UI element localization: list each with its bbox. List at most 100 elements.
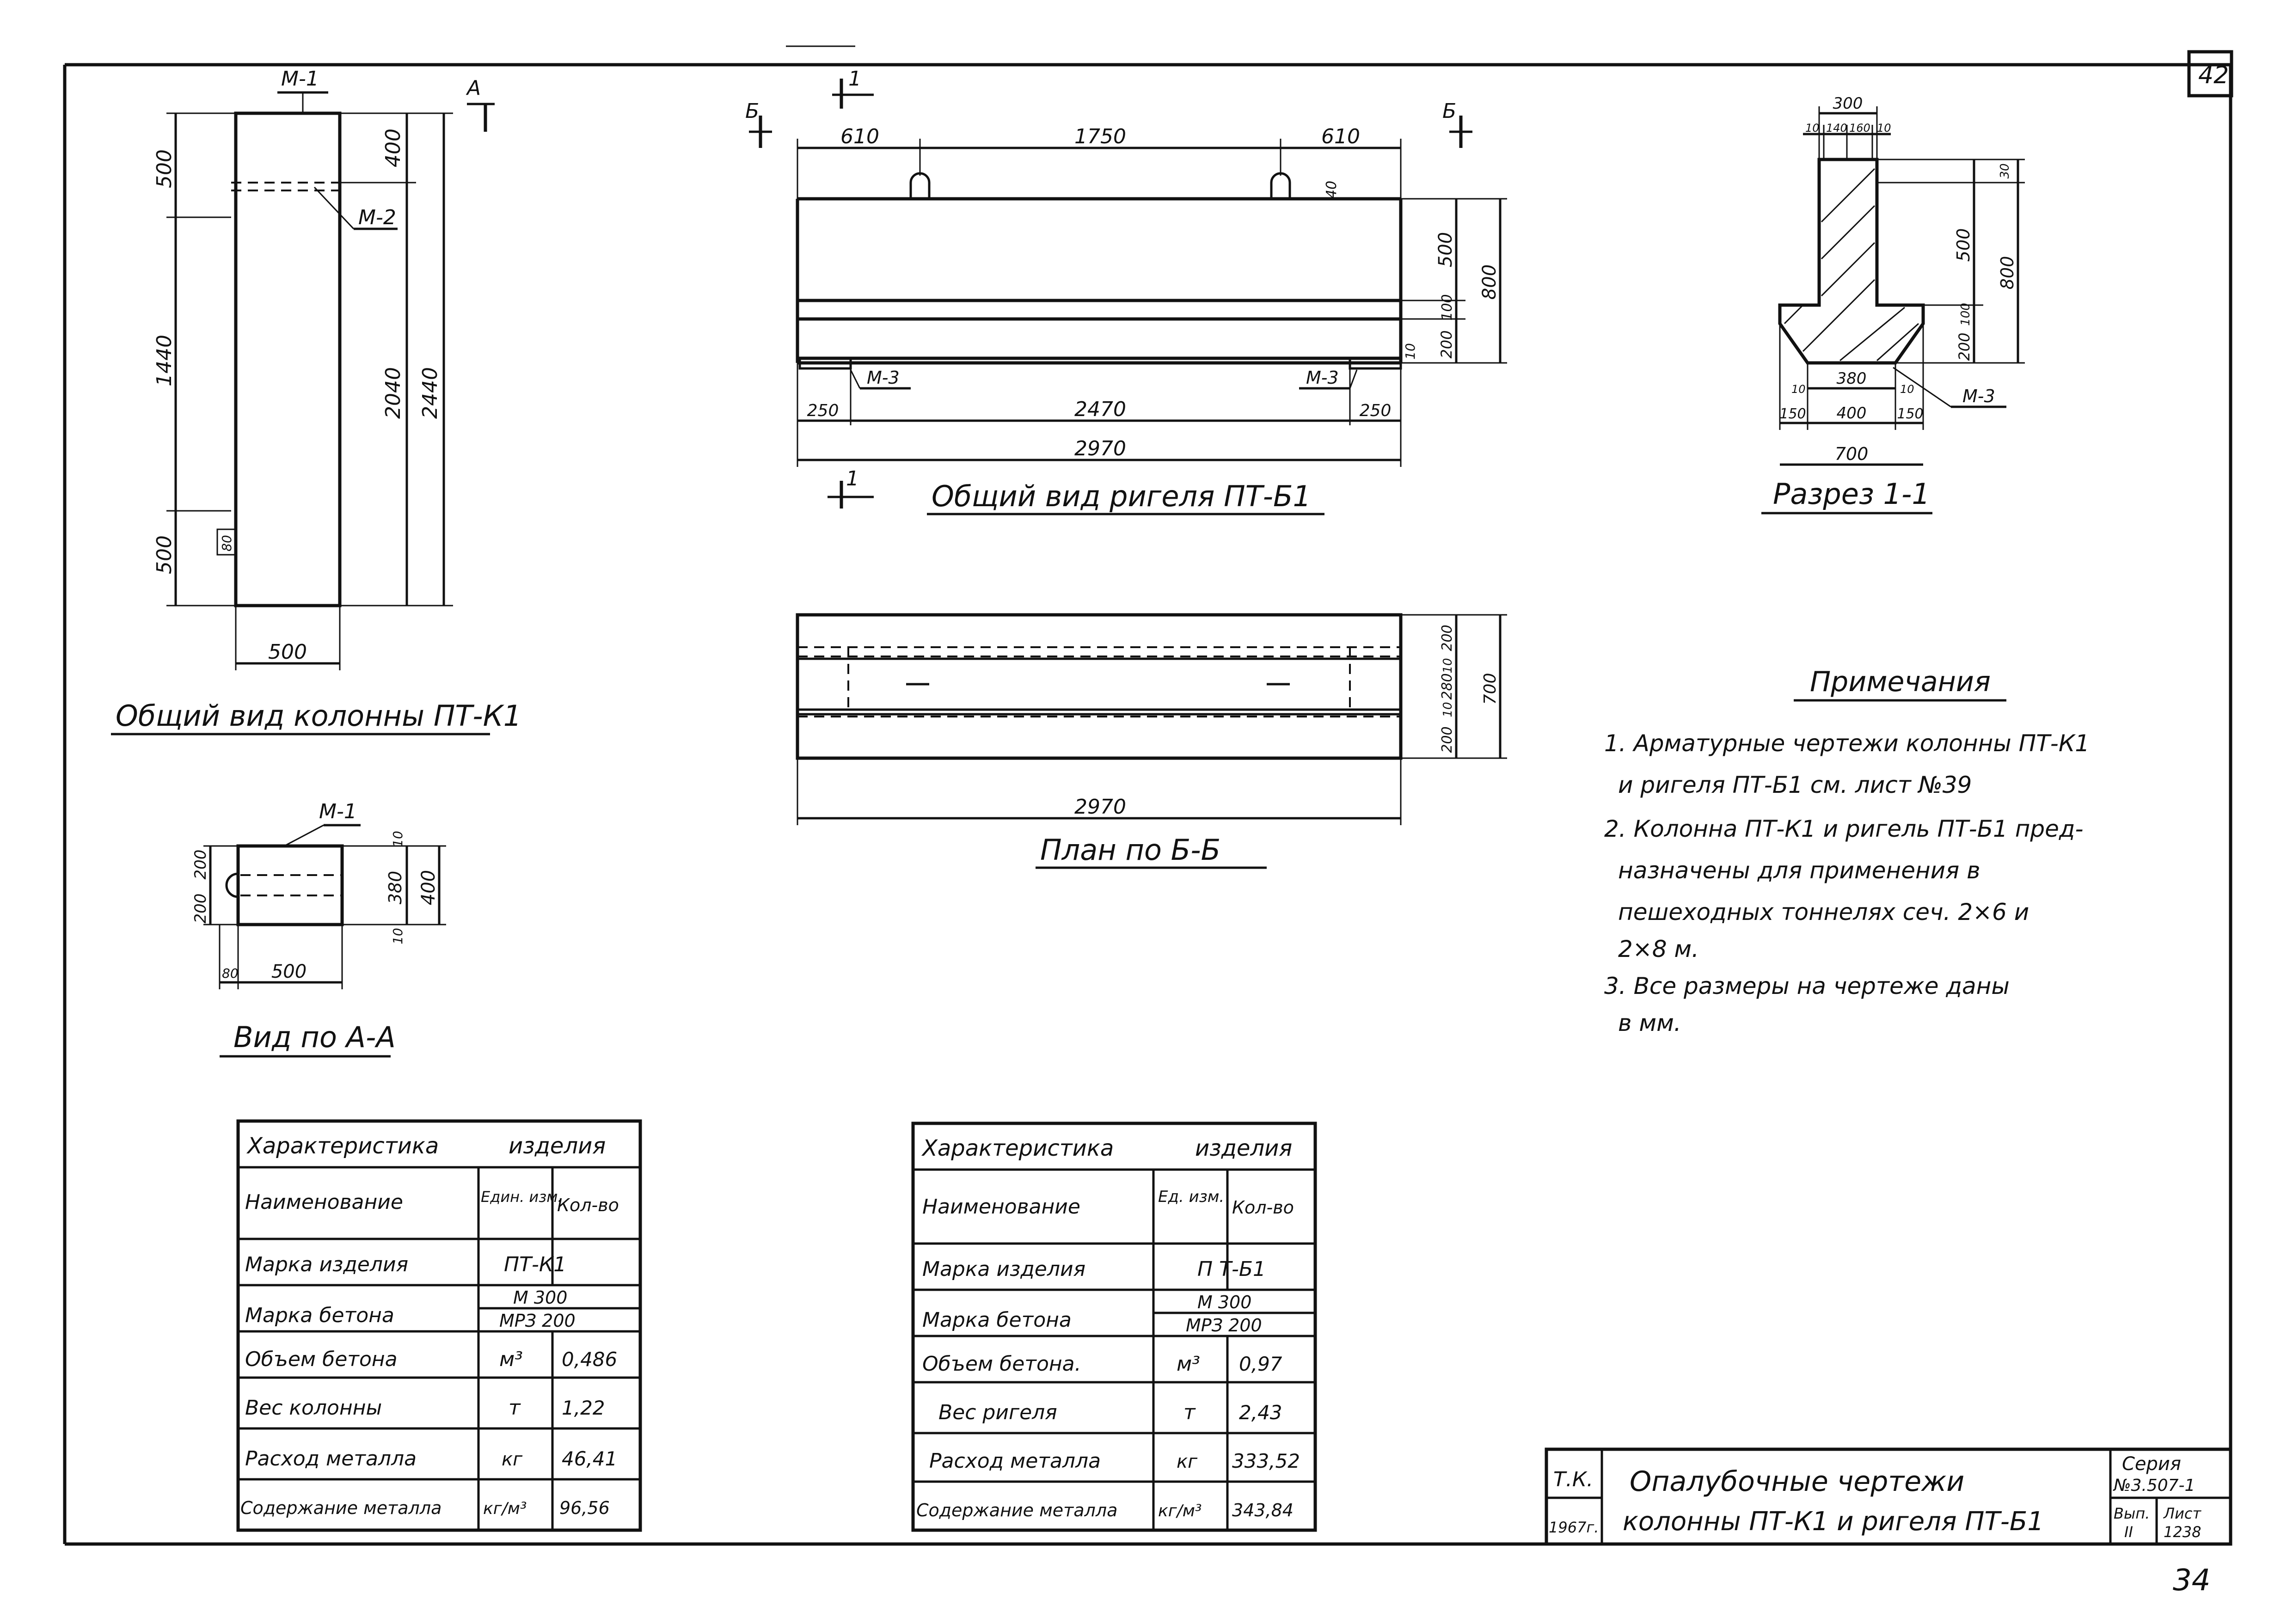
notes-title: Примечания [1810, 666, 1991, 698]
beam-dim-2470: 2470 [1074, 398, 1126, 421]
column-title: Общий вид колонны ПТ-К1 [116, 699, 521, 733]
plan-dim-10a: 10 [1441, 658, 1455, 673]
note-line-6: 2×8 м. [1618, 936, 1699, 962]
t2-row4-qty: 333,52 [1232, 1450, 1300, 1472]
t2-row4-name: Расход металла [929, 1449, 1101, 1473]
stamp-sheet-value: 1238 [2164, 1523, 2201, 1541]
beam-dim-40: 40 [1324, 181, 1340, 198]
beam-dim-800: 800 [1479, 264, 1500, 300]
stamp-org: Т.К. [1553, 1468, 1593, 1491]
note-line-1: 1. Арматурные чертежи колонны ПТ-К1 [1604, 730, 2090, 757]
note-line-5: пешеходных тоннелях сеч. 2×6 и [1618, 899, 2029, 925]
t1-m300: М 300 [513, 1287, 567, 1308]
t1-header-name: Наименование [245, 1190, 403, 1214]
t2-row0-qty: П Т-Б1 [1197, 1257, 1266, 1281]
table-column-characteristics: Характеристика изделия Наименование Един… [236, 1119, 642, 1532]
t2-row1-name: Марка бетона [922, 1308, 1072, 1332]
beam-title: Общий вид ригеля ПТ-Б1 [932, 479, 1311, 513]
dim-2440: 2440 [418, 367, 442, 419]
column-general-view: 500 1440 500 80 400 2040 2440 500 М-1 М-… [111, 67, 521, 735]
sec-dim-140: 140 [1826, 122, 1847, 135]
aa-dim-380: 380 [385, 871, 405, 905]
section-1-1: 300 10 140 160 10 30 500 800 100 200 10 … [1761, 94, 2025, 515]
t2-row5-qty: 343,84 [1232, 1500, 1294, 1520]
sec-dim-100: 100 [1959, 303, 1973, 326]
table-beam-characteristics: Характеристика изделия Наименование Ед. … [911, 1121, 1317, 1532]
beam-mark-b-right: Б [1442, 99, 1456, 123]
aa-dim-10b: 10 [390, 928, 405, 944]
aa-dim-80: 80 [222, 966, 239, 981]
sec-dim-700: 700 [1835, 444, 1869, 464]
t1-row5-unit: кг/м³ [483, 1499, 527, 1518]
stamp-issue-value: II [2124, 1523, 2133, 1541]
stamp-title-1: Опалубочные чертежи [1630, 1465, 1964, 1498]
beam-dim-250b: 250 [1360, 401, 1392, 420]
t2-mrz: МРЗ 200 [1186, 1315, 1262, 1336]
t2-row2-unit: м³ [1177, 1352, 1200, 1376]
t1-row2-qty: 0,486 [562, 1348, 617, 1371]
t1-row5-name: Содержание металла [240, 1498, 441, 1518]
aa-dim-500: 500 [271, 961, 307, 982]
t1-row3-unit: т [509, 1396, 521, 1420]
sec-dim-300: 300 [1833, 94, 1863, 113]
stamp-issue-label: Вып. [2114, 1505, 2150, 1522]
beam-general-view: 610 1750 610 40 500 800 200 100 10 250 2… [745, 67, 1507, 515]
dim-80: 80 [219, 535, 234, 552]
note-line-3: 2. Колонна ПТ-К1 и ригель ПТ-Б1 пред- [1604, 815, 2084, 842]
beam-dim-250a: 250 [807, 401, 839, 420]
t1-row4-unit: кг [502, 1449, 523, 1470]
notes: Примечания 1. Арматурные чертежи колонны… [1604, 666, 2090, 1036]
sec-dim-500: 500 [1953, 228, 1974, 262]
section-hatching [1784, 168, 1919, 362]
sec-dim-150b: 150 [1897, 406, 1923, 422]
sec-dim-160: 160 [1849, 122, 1870, 135]
note-line-7: 3. Все размеры на чертеже даны [1604, 973, 2010, 999]
aa-dim-200b: 200 [191, 850, 210, 880]
t1-row5-qty: 96,56 [559, 1498, 610, 1518]
sec-dim-30: 30 [1998, 163, 2012, 178]
stamp-title-2: колонны ПТ-К1 и ригеля ПТ-Б1 [1623, 1507, 2044, 1537]
plan-dim-200a: 200 [1439, 625, 1455, 651]
sec-dim-200: 200 [1956, 332, 1973, 361]
t2-header-unit: Ед. изм. [1158, 1188, 1224, 1206]
sec-dim-150a: 150 [1779, 406, 1806, 422]
t2-row3-unit: т [1183, 1401, 1196, 1424]
mark-m1: М-1 [281, 67, 319, 91]
note-line-4: назначены для применения в [1618, 857, 1980, 884]
section-title: Разрез 1-1 [1773, 477, 1930, 511]
aa-dim-400: 400 [418, 870, 439, 905]
plan-dim-700: 700 [1481, 673, 1500, 705]
handwritten-number: 34 [2173, 1563, 2210, 1598]
t1-header-unit: Един. изм. [481, 1188, 563, 1206]
title-block: Т.К. 1967г. Опалубочные чертежи колонны … [1545, 1447, 2232, 1546]
t2-m300: М 300 [1197, 1292, 1251, 1312]
t2-row5-name: Содержание металла [916, 1500, 1117, 1520]
t1-row0-name: Марка изделия [245, 1253, 408, 1276]
view-aa: М-1 200 200 10 380 10 400 80 500 Вид по … [191, 800, 446, 1058]
sec-dim-10a: 10 [1805, 122, 1820, 135]
t2-row2-name: Объем бетона. [922, 1352, 1081, 1376]
t2-row4-unit: кг [1177, 1451, 1198, 1472]
t1-row0-qty: ПТ-К1 [504, 1253, 566, 1276]
t1-mrz: МРЗ 200 [499, 1311, 576, 1331]
t2-row5-unit: кг/м³ [1158, 1501, 1202, 1520]
t2-title-a: Характеристика [921, 1135, 1114, 1161]
sec-dim-10c: 10 [1791, 383, 1806, 396]
beam-mark-1-bottom: 1 [846, 467, 859, 490]
note-line-2: и ригеля ПТ-Б1 см. лист №39 [1618, 772, 1972, 798]
t1-row1-name: Марка бетона [245, 1304, 394, 1327]
t2-header-name: Наименование [922, 1195, 1080, 1219]
t1-row3-qty: 1,22 [562, 1397, 605, 1419]
beam-dim-610b: 610 [1321, 125, 1360, 148]
beam-mark-m3-left: М-3 [867, 368, 900, 388]
t1-row3-name: Вес колонны [245, 1396, 382, 1420]
plan-dim-280: 280 [1439, 673, 1455, 699]
t2-row2-qty: 0,97 [1239, 1353, 1282, 1375]
beam-mark-m3-right: М-3 [1306, 368, 1339, 388]
t1-row4-qty: 46,41 [562, 1447, 617, 1470]
dim-2040: 2040 [381, 367, 405, 419]
stamp-series-label: Серия [2122, 1453, 2181, 1475]
beam-dim-100: 100 [1439, 294, 1455, 320]
